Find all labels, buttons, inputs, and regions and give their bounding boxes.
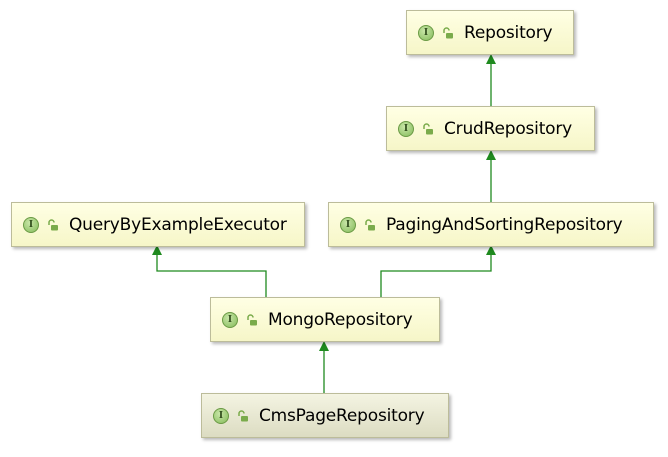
interface-icon: I (398, 120, 414, 137)
public-open-lock-icon (238, 409, 248, 421)
node-label: QueryByExampleExecutor (69, 214, 287, 235)
interface-icon: I (213, 407, 229, 424)
node-label: CmsPageRepository (259, 405, 425, 426)
public-open-lock-icon (423, 122, 433, 134)
node-label: Repository (464, 22, 553, 43)
node-query-by-example-executor[interactable]: I QueryByExampleExecutor (11, 202, 305, 247)
node-paging-and-sorting-repository[interactable]: I PagingAndSortingRepository (328, 202, 654, 247)
node-cms-page-repository[interactable]: I CmsPageRepository (201, 393, 449, 438)
node-label: CrudRepository (444, 118, 573, 139)
interface-icon: I (418, 24, 434, 41)
public-open-lock-icon (48, 218, 58, 230)
interface-icon: I (222, 311, 238, 328)
edge-mongo-to-paging (380, 245, 496, 297)
public-open-lock-icon (365, 218, 375, 230)
public-open-lock-icon (247, 313, 257, 325)
public-open-lock-icon (443, 26, 453, 38)
edge-mongo-to-querybyexample (152, 245, 267, 297)
node-crud-repository[interactable]: I CrudRepository (386, 106, 595, 151)
node-label: MongoRepository (268, 309, 413, 330)
node-repository[interactable]: I Repository (406, 10, 574, 55)
interface-icon: I (23, 216, 39, 233)
node-mongo-repository[interactable]: I MongoRepository (210, 297, 440, 342)
node-label: PagingAndSortingRepository (386, 214, 623, 235)
interface-icon: I (340, 216, 356, 233)
